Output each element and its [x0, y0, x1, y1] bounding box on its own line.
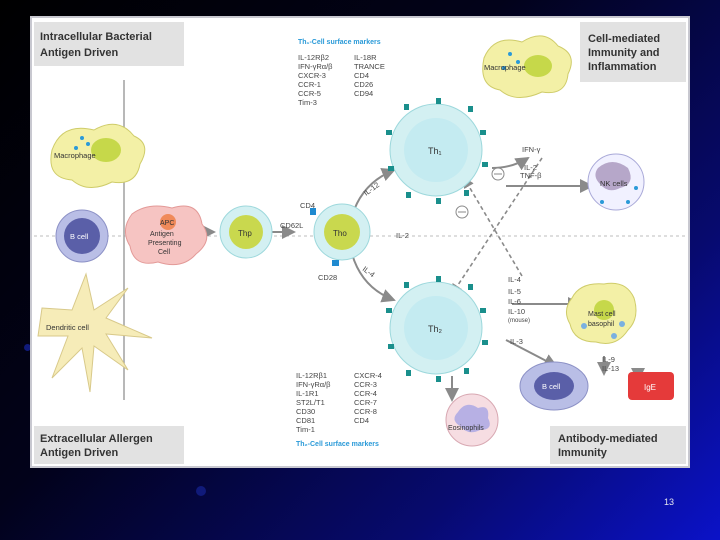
panel-top-right: Cell-mediated Immunity and Inflammation	[580, 22, 686, 82]
svg-text:CD62L: CD62L	[280, 221, 303, 230]
svg-text:Antigen Driven: Antigen Driven	[40, 447, 119, 459]
eosinophils: Eosinophils	[445, 393, 499, 447]
th2-markers: IL-12Rβ1 IFN-γRα/β IL-1R1 ST2L/T1 CD30 C…	[296, 371, 382, 448]
svg-text:Macrophage: Macrophage	[54, 151, 96, 160]
svg-text:Extracellular Allergen: Extracellular Allergen	[40, 433, 153, 445]
svg-text:Inflammation: Inflammation	[588, 61, 657, 73]
svg-text:IL-12: IL-12	[362, 180, 381, 197]
slide-frame: Intracellular Bacterial Antigen Driven C…	[30, 16, 690, 468]
svg-text:APC: APC	[160, 220, 174, 227]
svg-text:CD30: CD30	[296, 407, 315, 416]
svg-text:CCR-1: CCR-1	[298, 80, 321, 89]
panel-bottom-right: Antibody-mediated Immunity	[550, 426, 686, 464]
ige-box: IgE	[628, 372, 674, 400]
svg-text:CCR-8: CCR-8	[354, 407, 377, 416]
svg-text:IL-12Rβ2: IL-12Rβ2	[298, 53, 329, 62]
svg-text:CCR-4: CCR-4	[354, 389, 377, 398]
svg-text:Th₂-Cell surface markers: Th₂-Cell surface markers	[296, 441, 379, 448]
b-cell-right: B cell	[519, 361, 589, 411]
panel-bottom-left: Extracellular Allergen Antigen Driven	[34, 426, 184, 464]
dendritic-cell: Dendritic cell	[37, 272, 153, 393]
svg-text:Thp: Thp	[238, 229, 252, 238]
svg-text:Antigen: Antigen	[150, 231, 174, 238]
svg-text:CD4: CD4	[354, 71, 369, 80]
tho-cell: Tho	[310, 203, 371, 266]
mast-cell: Mast cell basophil	[566, 282, 637, 344]
svg-text:IL-12Rβ1: IL-12Rβ1	[296, 371, 327, 380]
svg-text:Intracellular Bacterial: Intracellular Bacterial	[40, 31, 152, 43]
svg-text:Tim-1: Tim-1	[296, 425, 315, 434]
svg-text:IL-9: IL-9	[602, 355, 615, 364]
svg-text:B cell: B cell	[70, 232, 89, 241]
svg-text:TRANCE: TRANCE	[354, 62, 385, 71]
background-dot	[24, 344, 31, 351]
svg-text:Th₁-Cell surface markers: Th₁-Cell surface markers	[298, 39, 381, 46]
svg-text:Eosinophils: Eosinophils	[448, 425, 484, 432]
svg-text:IgE: IgE	[644, 383, 656, 392]
svg-text:CD4: CD4	[300, 201, 315, 210]
svg-text:CD81: CD81	[296, 416, 315, 425]
svg-text:IL-2: IL-2	[396, 231, 409, 240]
svg-text:basophil: basophil	[588, 321, 615, 328]
b-cell-left: B cell	[55, 209, 109, 263]
svg-text:CCR-5: CCR-5	[298, 89, 321, 98]
nk-cells: NK cells	[587, 153, 645, 211]
svg-text:IL-1R1: IL-1R1	[296, 389, 319, 398]
svg-text:IL-3: IL-3	[510, 337, 523, 346]
apc-cell: APC Antigen Presenting Cell	[125, 205, 208, 266]
th1-cell: Th₁	[386, 98, 488, 204]
svg-text:CXCR-3: CXCR-3	[298, 71, 326, 80]
svg-text:IL-4: IL-4	[508, 275, 521, 284]
svg-text:Immunity: Immunity	[558, 447, 608, 459]
svg-text:Tim-3: Tim-3	[298, 98, 317, 107]
thp-cell: Thp	[219, 205, 273, 259]
svg-text:IL-2: IL-2	[524, 163, 537, 172]
panel-top-left: Intracellular Bacterial Antigen Driven	[34, 22, 184, 66]
svg-text:IL-18R: IL-18R	[354, 53, 377, 62]
inhibition-marks	[455, 167, 505, 219]
page-number: 13	[664, 497, 675, 507]
svg-text:CCR-7: CCR-7	[354, 398, 377, 407]
svg-text:CD94: CD94	[354, 89, 373, 98]
svg-text:TNF-β: TNF-β	[520, 171, 542, 180]
th1-markers: Th₁-Cell surface markers IL-12Rβ2 IFN-γR…	[298, 39, 385, 107]
svg-text:CCR-3: CCR-3	[354, 380, 377, 389]
svg-text:Immunity and: Immunity and	[588, 47, 660, 59]
svg-text:IL-13: IL-13	[602, 364, 619, 373]
background-dot	[196, 486, 206, 496]
macrophage-right: Macrophage	[482, 35, 572, 98]
svg-text:Th₂: Th₂	[428, 324, 443, 334]
svg-text:Presenting: Presenting	[148, 240, 182, 247]
svg-text:IL-10: IL-10	[508, 307, 525, 316]
svg-text:(mouse): (mouse)	[508, 318, 530, 324]
svg-text:IFN-γRα/β: IFN-γRα/β	[296, 380, 331, 389]
svg-text:Th₁: Th₁	[428, 146, 442, 156]
svg-text:B cell: B cell	[542, 382, 561, 391]
svg-text:Mast cell: Mast cell	[588, 311, 616, 318]
th2-cell: Th₂	[386, 276, 488, 382]
immune-diagram: Intracellular Bacterial Antigen Driven C…	[34, 22, 686, 464]
svg-text:CD28: CD28	[318, 273, 337, 282]
svg-text:Macrophage: Macrophage	[484, 63, 526, 72]
svg-text:IFN-γ: IFN-γ	[522, 145, 541, 154]
svg-text:Antigen Driven: Antigen Driven	[40, 47, 119, 59]
svg-text:IL-6: IL-6	[508, 297, 521, 306]
macrophage-left: Macrophage	[50, 123, 146, 188]
svg-text:CXCR-4: CXCR-4	[354, 371, 382, 380]
svg-text:Dendritic cell: Dendritic cell	[46, 323, 89, 332]
svg-text:IL-5: IL-5	[508, 287, 521, 296]
svg-text:Cell-mediated: Cell-mediated	[588, 33, 660, 45]
svg-text:NK cells: NK cells	[600, 179, 628, 188]
svg-text:Cell: Cell	[158, 249, 171, 256]
svg-text:IFN-γRα/β: IFN-γRα/β	[298, 62, 333, 71]
svg-text:Tho: Tho	[333, 229, 347, 238]
svg-text:CD4: CD4	[354, 416, 369, 425]
svg-text:ST2L/T1: ST2L/T1	[296, 398, 325, 407]
svg-text:CD26: CD26	[354, 80, 373, 89]
svg-text:Antibody-mediated: Antibody-mediated	[558, 433, 658, 445]
dashed-arrows	[451, 157, 543, 296]
